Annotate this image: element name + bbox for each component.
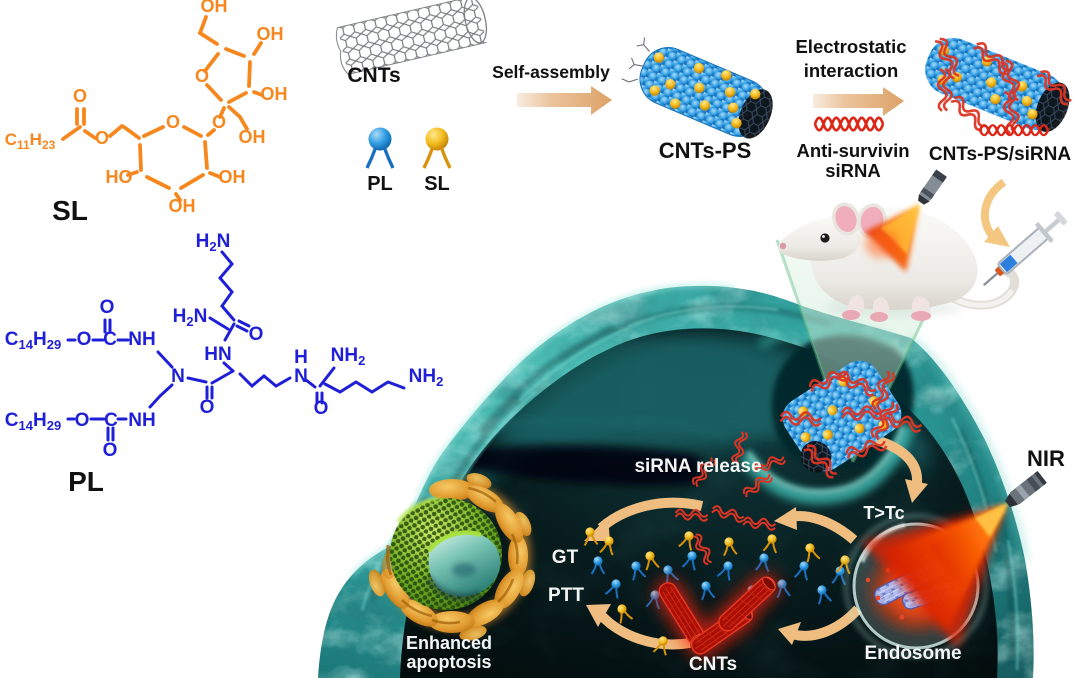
svg-text:PL: PL [367, 173, 393, 195]
svg-text:N: N [171, 366, 185, 387]
svg-text:O: O [100, 297, 115, 318]
svg-text:apoptosis: apoptosis [406, 652, 491, 672]
svg-text:N: N [294, 366, 308, 387]
svg-text:HN: HN [204, 344, 231, 365]
svg-text:O: O [103, 440, 118, 461]
svg-text:NIR: NIR [1027, 446, 1065, 471]
svg-text:CNTs: CNTs [347, 64, 400, 87]
svg-text:interaction: interaction [804, 60, 899, 81]
svg-text:O: O [166, 112, 180, 132]
svg-text:OH: OH [219, 167, 246, 187]
svg-text:OH: OH [169, 196, 196, 216]
svg-text:H2N: H2N [196, 231, 231, 254]
svg-text:PL: PL [68, 466, 104, 497]
svg-text:O: O [200, 397, 215, 418]
svg-text:C: C [104, 410, 118, 431]
svg-text:OH: OH [257, 24, 284, 44]
svg-text:NH: NH [128, 329, 155, 350]
svg-text:HO: HO [106, 167, 133, 187]
svg-text:O: O [73, 86, 87, 106]
svg-text:GT: GT [552, 547, 579, 568]
svg-text:Self-assembly: Self-assembly [492, 62, 610, 82]
svg-text:H2N: H2N [173, 306, 208, 329]
svg-text:CNTs-PS/siRNA: CNTs-PS/siRNA [929, 144, 1071, 165]
svg-text:OH: OH [239, 127, 266, 147]
svg-text:OH: OH [261, 84, 288, 104]
svg-text:OH: OH [201, 0, 228, 16]
svg-text:O: O [195, 66, 209, 86]
svg-text:NH2: NH2 [409, 366, 444, 389]
svg-text:SL: SL [424, 173, 450, 195]
svg-text:PTT: PTT [548, 585, 584, 606]
svg-text:C: C [103, 329, 117, 350]
svg-text:NH: NH [128, 410, 155, 431]
svg-text:Enhanced: Enhanced [406, 633, 492, 653]
svg-text:siRNA: siRNA [825, 160, 881, 181]
svg-text:O: O [95, 128, 109, 148]
svg-text:O: O [75, 410, 90, 431]
svg-text:Endosome: Endosome [864, 643, 961, 664]
svg-text:O: O [249, 324, 264, 345]
svg-text:siRNA release: siRNA release [634, 456, 761, 477]
svg-text:SL: SL [52, 195, 88, 226]
svg-text:O: O [212, 112, 226, 132]
svg-text:CNTs-PS: CNTs-PS [659, 138, 752, 163]
svg-text:H: H [294, 347, 308, 368]
svg-text:Electrostatic: Electrostatic [795, 36, 906, 57]
svg-text:O: O [314, 398, 329, 419]
svg-text:CNTs: CNTs [689, 654, 737, 675]
svg-text:NH2: NH2 [331, 345, 366, 368]
svg-text:Anti-survivin: Anti-survivin [796, 140, 909, 161]
svg-text:O: O [77, 329, 92, 350]
svg-text:T>Tc: T>Tc [863, 503, 904, 523]
